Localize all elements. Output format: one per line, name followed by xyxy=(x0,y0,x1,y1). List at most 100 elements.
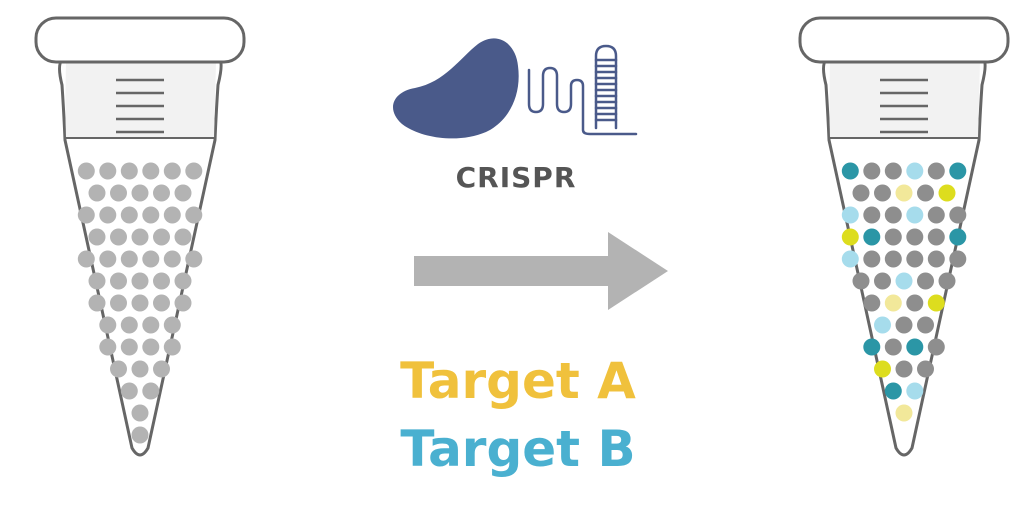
left-tube-cell xyxy=(185,162,203,180)
left-tube-cell xyxy=(110,360,127,378)
target-a-label: Target A xyxy=(400,352,636,410)
left-tube-cell xyxy=(131,228,149,246)
left-tube-cell xyxy=(142,316,160,334)
guide-rna-icon xyxy=(527,44,638,136)
left-tube-cell xyxy=(99,162,117,180)
right-tube-cell xyxy=(884,162,902,180)
right-tube-cell xyxy=(863,250,881,268)
right-tube-cell xyxy=(895,360,913,378)
left-tube-cell xyxy=(131,426,149,444)
left-tube-cell xyxy=(110,272,127,290)
left-tube-cell xyxy=(99,338,117,356)
left-tube-cell xyxy=(163,162,181,180)
right-tube-cell xyxy=(863,338,881,356)
right-tube-cell xyxy=(906,250,924,268)
left-tube-cell xyxy=(88,228,106,246)
right-tube-cell xyxy=(927,206,945,224)
right-tube-cell xyxy=(906,338,924,356)
left-tube-cell xyxy=(174,228,192,246)
right-tube-cell xyxy=(874,360,891,378)
left-tube-cell xyxy=(120,338,138,356)
right-tube-cell xyxy=(874,184,891,202)
left-tube-cell xyxy=(120,316,138,334)
right-tube-cell xyxy=(949,250,967,268)
right-tube-cells xyxy=(841,162,967,422)
right-tube-cell xyxy=(917,360,934,378)
right-tube-cell xyxy=(884,250,902,268)
left-tube-cell xyxy=(142,206,160,224)
right-tube-cell xyxy=(938,272,956,290)
crispr-logo: CRISPR xyxy=(393,38,638,194)
left-tube-cell xyxy=(99,316,117,334)
left-tube-cell xyxy=(110,184,127,202)
right-tube-cell xyxy=(949,206,967,224)
right-tube-cell xyxy=(884,228,902,246)
left-tube-cell xyxy=(99,250,117,268)
right-tube-cell xyxy=(906,228,924,246)
right-tube-graduation-marks xyxy=(880,78,928,134)
left-tube-cell xyxy=(88,184,106,202)
left-tube-cell xyxy=(163,316,181,334)
crispr-label: CRISPR xyxy=(456,161,577,194)
right-tube-cell xyxy=(906,162,924,180)
right-tube-cell xyxy=(841,162,859,180)
right-tube-cell xyxy=(895,272,913,290)
right-tube-body xyxy=(822,58,987,457)
right-tube-cell xyxy=(927,228,945,246)
right-tube-cell xyxy=(841,206,859,224)
right-tube-graduation-band xyxy=(829,62,980,138)
right-tube-cell xyxy=(906,206,924,224)
right-tube-cell xyxy=(927,294,945,312)
right-tube-cell xyxy=(927,250,945,268)
right-tube-cell xyxy=(863,294,881,312)
left-tube-cell xyxy=(153,272,170,290)
left-tube-cell xyxy=(142,382,160,400)
right-tube-cell xyxy=(927,162,945,180)
right-tube-cell xyxy=(917,316,934,334)
left-tube-cell xyxy=(131,360,149,378)
left-tube-cell xyxy=(131,184,149,202)
right-tube xyxy=(798,16,1010,457)
right-tube-cell xyxy=(895,184,913,202)
left-tube-cell xyxy=(163,206,181,224)
left-tube-cell xyxy=(131,294,149,312)
right-tube-cell xyxy=(852,272,870,290)
left-tube-graduation-marks xyxy=(116,78,164,134)
left-tube-cell xyxy=(88,294,106,312)
right-tube-cell xyxy=(852,184,870,202)
right-tube-cell xyxy=(841,250,859,268)
right-tube-cell xyxy=(906,294,924,312)
right-tube-cell xyxy=(874,272,891,290)
left-tube-cap xyxy=(34,16,246,64)
right-tube-cell xyxy=(841,228,859,246)
right-tube-cell xyxy=(917,272,934,290)
left-tube-cell xyxy=(120,382,138,400)
right-tube-cap xyxy=(798,16,1010,64)
right-tube-cell xyxy=(938,184,956,202)
left-tube-cell xyxy=(120,162,138,180)
right-tube-cell xyxy=(906,382,924,400)
right-tube-cell xyxy=(949,162,967,180)
left-tube xyxy=(34,16,246,457)
left-tube-graduation-band xyxy=(65,62,216,138)
right-tube-cell xyxy=(884,382,902,400)
right-tube-cell xyxy=(884,294,902,312)
right-tube-cell xyxy=(895,316,913,334)
left-tube-body xyxy=(58,58,223,457)
right-tube-cell xyxy=(884,338,902,356)
process-arrow xyxy=(414,232,668,310)
right-tube-cell xyxy=(863,206,881,224)
left-tube-cell xyxy=(174,184,192,202)
right-tube-cell xyxy=(884,206,902,224)
left-tube-cell xyxy=(185,250,203,268)
left-tube-cell xyxy=(77,206,95,224)
left-tube-cell xyxy=(142,250,160,268)
left-tube-cell xyxy=(77,162,95,180)
right-tube-cell xyxy=(863,162,881,180)
left-tube-cell xyxy=(110,294,127,312)
cas9-protein-icon xyxy=(393,38,519,139)
left-tube-cell xyxy=(185,206,203,224)
left-tube-cell xyxy=(174,294,192,312)
right-tube-cell xyxy=(917,184,934,202)
